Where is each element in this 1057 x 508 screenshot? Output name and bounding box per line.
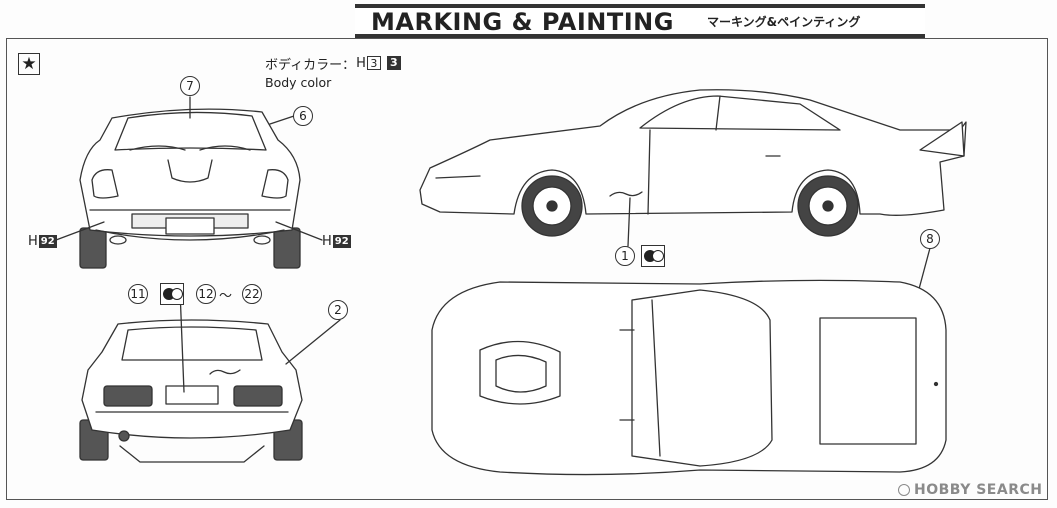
star-glyph: ★ xyxy=(21,54,37,74)
body-color-spec: ボディカラー： H 3 3 Body color xyxy=(265,55,401,90)
callout-8-text: 8 xyxy=(926,232,934,246)
drawing-frame xyxy=(6,38,1048,500)
paint-label-left-prefix: H xyxy=(28,234,38,249)
paint-label-right-prefix: H xyxy=(322,234,332,249)
callout-12-text: 12 xyxy=(198,287,214,301)
decal-mark-icon xyxy=(641,245,665,267)
decal-dot-white xyxy=(652,250,664,262)
hobby-search-logo-icon xyxy=(898,484,910,496)
paint-code-filled: 3 xyxy=(386,56,401,70)
title-bar: MARKING & PAINTING マーキング&ペインティング xyxy=(355,4,925,38)
side-view-drawing xyxy=(419,89,967,331)
paint-label-left: H 92 xyxy=(28,234,57,249)
callout-6-text: 6 xyxy=(299,109,307,123)
paint-label-right: H 92 xyxy=(322,234,351,249)
body-color-label-en: Body color xyxy=(265,75,332,90)
callout-11-text: 11 xyxy=(130,287,146,301)
callout-1-text: 1 xyxy=(621,249,629,263)
callout-7-text: 7 xyxy=(186,79,194,93)
callout-6: 6 xyxy=(293,106,313,126)
callout-1: 1 xyxy=(615,246,635,266)
front-view-drawing xyxy=(55,96,323,269)
paint-label-left-num: 92 xyxy=(38,235,57,248)
callout-7: 7 xyxy=(180,76,200,96)
paint-code-prefix: H xyxy=(356,55,366,71)
callout-12: 12 xyxy=(196,284,216,304)
decal-mark-icon xyxy=(160,283,184,305)
callout-2: 2 xyxy=(328,300,348,320)
callout-22: 22 xyxy=(242,284,262,304)
range-separator: ～ xyxy=(219,289,233,304)
watermark: HOBBY SEARCH xyxy=(898,482,1042,498)
watermark-text: HOBBY SEARCH xyxy=(914,482,1043,498)
callout-22-text: 22 xyxy=(244,287,260,301)
page-title: MARKING & PAINTING xyxy=(371,8,674,36)
decal-dot-white xyxy=(171,288,183,300)
paint-label-right-num: 92 xyxy=(332,235,351,248)
top-view-drawing xyxy=(431,279,947,476)
star-icon: ★ xyxy=(18,53,40,75)
callout-11: 11 xyxy=(128,284,148,304)
rear-view-drawing xyxy=(79,289,341,463)
page-subtitle: マーキング&ペインティング xyxy=(707,15,861,29)
body-color-row: ボディカラー： H 3 3 xyxy=(265,55,401,73)
paint-code-outline: 3 xyxy=(366,56,381,70)
body-color-label-jp: ボディカラー： xyxy=(265,57,356,73)
callout-2-text: 2 xyxy=(334,303,342,317)
callout-8: 8 xyxy=(920,229,940,249)
